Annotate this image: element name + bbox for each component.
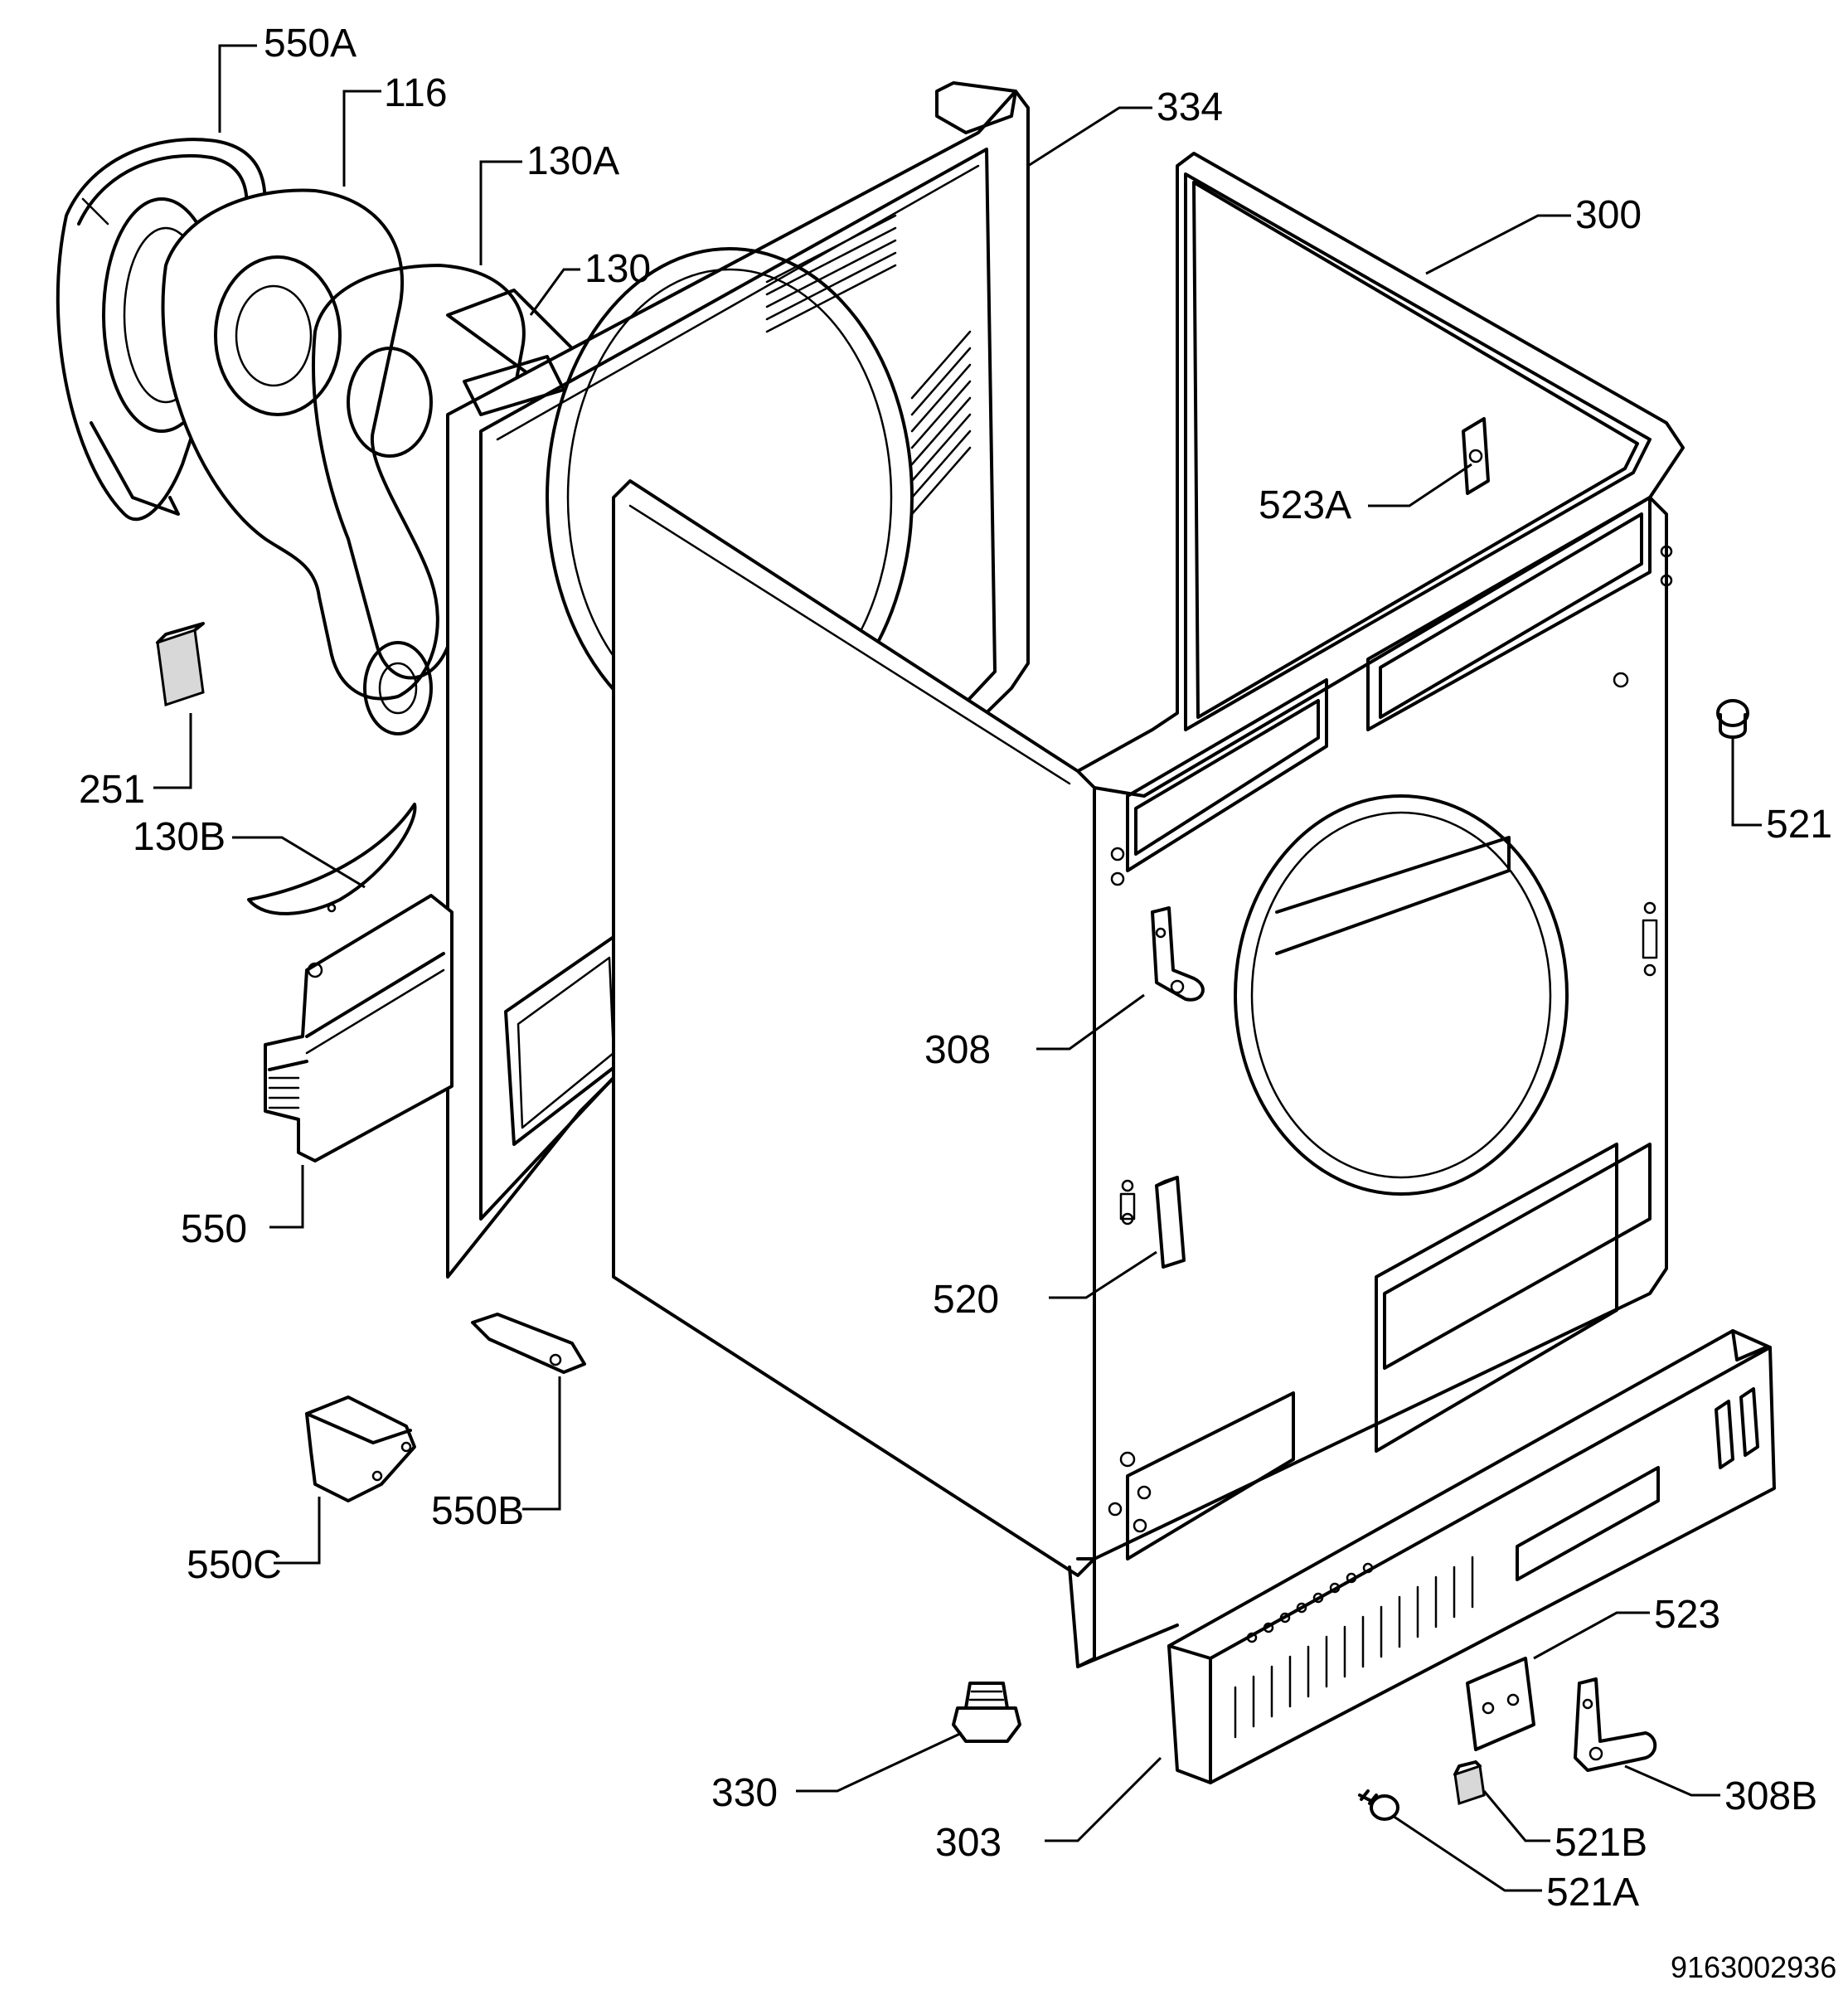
label-308: 308 <box>924 1028 991 1072</box>
label-550b: 550B <box>431 1489 524 1533</box>
part-523-plate <box>1466 1657 1535 1751</box>
filter-housing-grip-lines <box>268 1076 300 1109</box>
part-550c-latch <box>305 1395 416 1502</box>
part-520-switch <box>1155 1176 1186 1269</box>
part-521a-screw <box>1358 1789 1399 1821</box>
part-116-drum-support <box>161 188 439 735</box>
label-308b: 308B <box>1724 1774 1817 1818</box>
part-550b-hinge <box>471 1313 586 1374</box>
label-550c: 550C <box>187 1543 282 1587</box>
label-330: 330 <box>711 1771 778 1815</box>
label-130b: 130B <box>133 815 226 859</box>
part-308b-bracket <box>1574 1677 1657 1772</box>
label-116: 116 <box>384 71 448 115</box>
label-523a: 523A <box>1259 483 1351 527</box>
label-523: 523 <box>1654 1593 1720 1637</box>
label-521: 521 <box>1766 803 1832 847</box>
part-300-cabinet <box>612 152 1685 1668</box>
label-521a: 521A <box>1546 1871 1639 1915</box>
rear-panel-vent-slots-side <box>910 330 972 516</box>
label-130: 130 <box>584 247 651 291</box>
label-520: 520 <box>933 1278 999 1322</box>
part-330-foot <box>952 1682 1021 1743</box>
label-550a: 550A <box>264 22 357 66</box>
leader-lines <box>153 44 1762 1892</box>
part-523a-latch-plate <box>1462 417 1490 495</box>
label-521b: 521B <box>1555 1821 1647 1865</box>
label-303: 303 <box>935 1821 1002 1865</box>
label-300: 300 <box>1575 193 1642 237</box>
kickplate-vent-slots <box>1234 1556 1474 1739</box>
part-521-plug <box>1716 699 1749 739</box>
document-number: 9163002936 <box>1671 1950 1836 1984</box>
label-334: 334 <box>1157 85 1223 129</box>
label-251: 251 <box>79 768 145 812</box>
part-308-bracket <box>1151 906 1205 1002</box>
rear-panel-vent-slots-upper <box>765 214 897 333</box>
part-labels: 550A 116 130A 130 334 300 523A 251 521 1… <box>79 22 1832 1915</box>
part-303-kickplate <box>1167 1329 1776 1784</box>
kickplate-top-dots <box>1246 1562 1374 1643</box>
part-521b-cap <box>1453 1760 1486 1805</box>
part-550-filter-housing <box>264 894 454 1162</box>
part-130b-seal-strip <box>247 803 417 915</box>
label-130a: 130A <box>526 139 619 183</box>
label-550: 550 <box>181 1207 247 1251</box>
part-251-block <box>156 622 205 706</box>
